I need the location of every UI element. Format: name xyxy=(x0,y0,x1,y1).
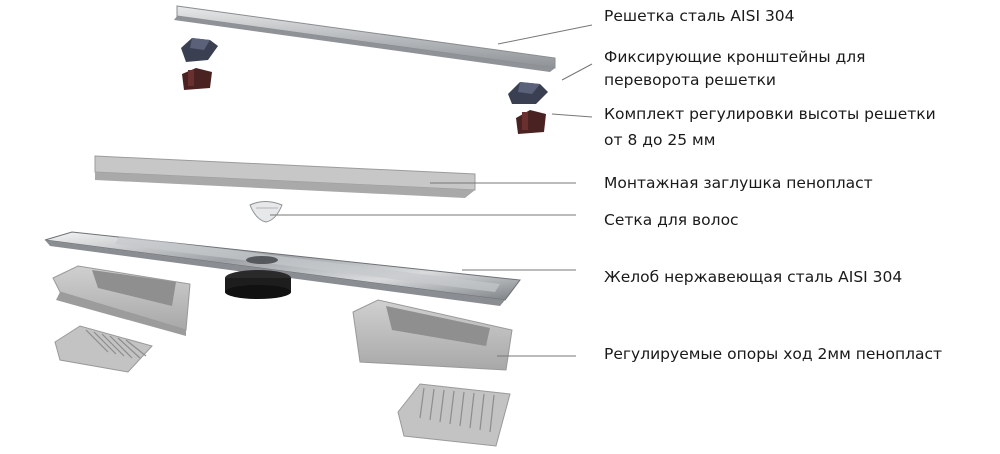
leader-brackets xyxy=(561,63,593,81)
label-height-kit-line1: Комплект регулировки высоты решетки xyxy=(604,105,936,123)
label-hair-mesh: Сетка для волос xyxy=(604,211,739,229)
mounting-plug xyxy=(94,155,476,198)
height-shim-right xyxy=(516,110,546,134)
bracket-right xyxy=(508,82,548,104)
leader-lines xyxy=(270,24,593,357)
support-wedge-left xyxy=(54,325,153,373)
leader-grate xyxy=(497,24,593,45)
support-block-right xyxy=(352,299,513,371)
label-brackets-line2: переворота решетки xyxy=(604,71,776,89)
bracket-left xyxy=(181,38,218,62)
leader-height-kit xyxy=(551,113,593,118)
label-channel: Желоб нержавеющая сталь AISI 304 xyxy=(604,268,903,286)
grate-bar xyxy=(174,5,556,72)
label-height-kit-line2: от 8 до 25 мм xyxy=(604,131,716,149)
drain-outlet xyxy=(225,270,291,299)
support-block-left xyxy=(52,265,191,336)
label-grate: Решетка сталь AISI 304 xyxy=(604,7,795,25)
label-plug: Монтажная заглушка пенопласт xyxy=(604,174,873,192)
height-shim-left xyxy=(182,68,212,90)
support-wedge-right xyxy=(397,383,511,447)
label-brackets-line1: Фиксирующие кронштейны для xyxy=(604,48,866,66)
hair-mesh xyxy=(249,201,283,223)
label-supports: Регулируемые опоры ход 2мм пенопласт xyxy=(604,345,943,363)
